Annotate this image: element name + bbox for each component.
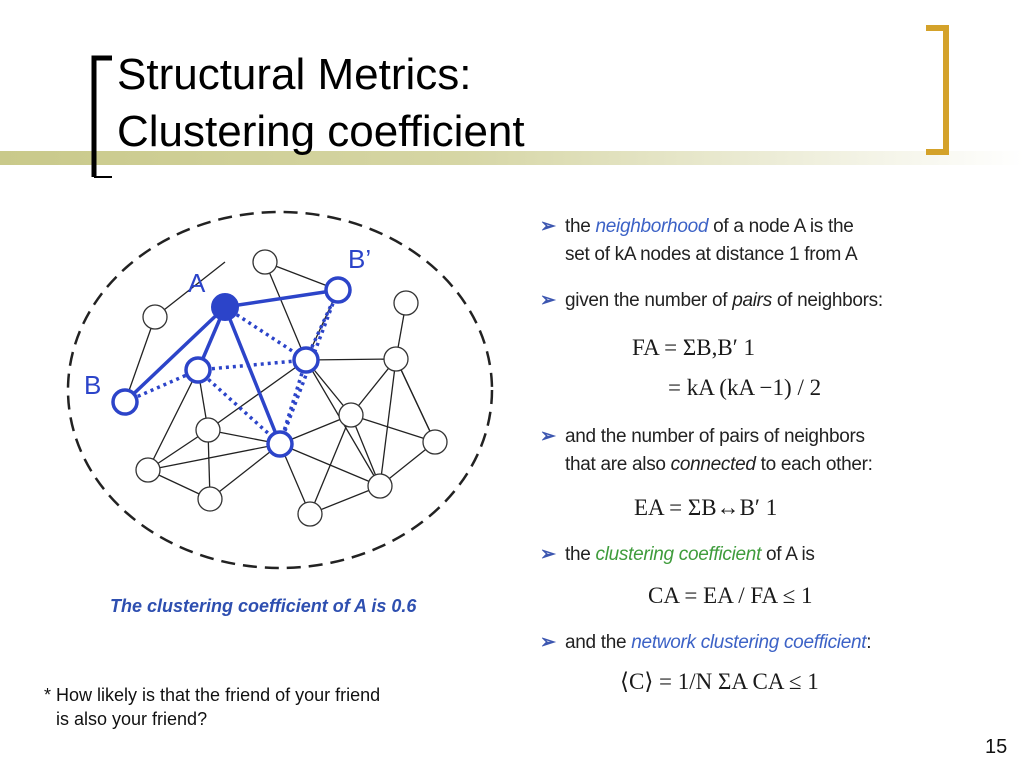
term-clustering-coefficient: clustering coefficient <box>595 544 762 565</box>
node-a <box>211 293 239 321</box>
bullet-neighborhood: ➢the neighborhood of a node A is the set… <box>540 213 950 269</box>
bullet-pairs: ➢given the number of pairs of neighbors: <box>540 287 950 315</box>
bullet-arrow-icon: ➢ <box>540 426 556 447</box>
label-node-b-prime: B’ <box>348 244 371 274</box>
bullet-connected-pairs: ➢and the number of pairs of neighbors th… <box>540 423 950 479</box>
graph-nodes-plain <box>135 249 448 527</box>
clustering-network-graph: A B B’ <box>66 210 494 570</box>
formula-ca: CA = EA / FA ≤ 1 <box>648 583 813 608</box>
bullet-arrow-icon: ➢ <box>540 544 556 565</box>
graph-caption: The clustering coefficient of A is 0.6 <box>110 596 417 616</box>
formula-fa-expanded: = kA (kA −1) / 2 <box>668 375 822 400</box>
title-accent-band <box>0 151 1024 165</box>
neighborhood-boundary <box>66 210 494 570</box>
friend-question-note: * How likely is that the friend of your … <box>44 683 514 731</box>
title-line-1: Structural Metrics: <box>117 50 472 99</box>
graph-nodes-neighbors <box>111 276 352 458</box>
bullet-arrow-icon: ➢ <box>540 216 556 237</box>
formula-fa: FA = ΣB,B′ 1 <box>632 335 755 360</box>
bullet-arrow-icon: ➢ <box>540 632 556 653</box>
label-node-a: A <box>188 268 206 298</box>
label-node-b: B <box>84 370 101 400</box>
term-neighborhood: neighborhood <box>595 216 709 237</box>
note-line-1: * How likely is that the friend of your … <box>44 685 381 705</box>
term-connected: connected <box>670 454 756 475</box>
term-pairs: pairs <box>732 290 772 311</box>
bullet-clustering-coefficient: ➢the clustering coefficient of A is <box>540 541 950 569</box>
note-line-2: is also your friend? <box>56 709 208 729</box>
bullet-neighborhood-line-2: set of kA nodes at distance 1 from A <box>565 244 858 265</box>
bullet-arrow-icon: ➢ <box>540 290 556 311</box>
slide-title: Structural Metrics: Clustering coefficie… <box>117 46 525 160</box>
page-number: 15 <box>985 736 1008 758</box>
left-bracket-decoration <box>91 55 112 178</box>
formula-network-c: ⟨C⟩ = 1/N ΣA CA ≤ 1 <box>620 669 819 694</box>
right-bracket-decoration <box>926 25 949 155</box>
title-line-2: Clustering coefficient <box>117 107 525 156</box>
term-network-clustering-coefficient: network clustering coefficient <box>631 632 867 653</box>
bullet-network-clustering: ➢and the network clustering coefficient: <box>540 629 950 657</box>
formula-ea: EA = ΣB↔B′ 1 <box>634 495 778 520</box>
